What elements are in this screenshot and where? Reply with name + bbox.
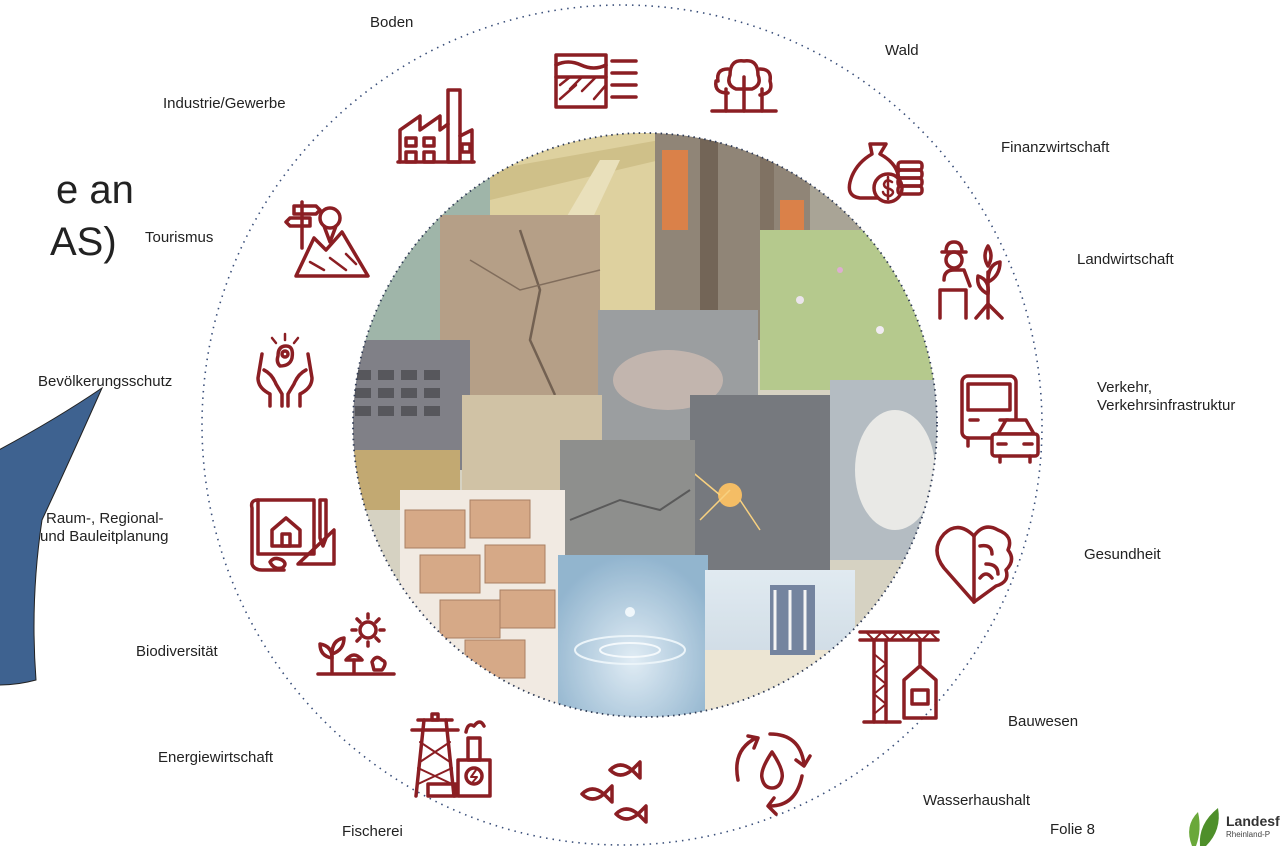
- label-finanzwirtschaft: Finanzwirtschaft: [1001, 139, 1110, 156]
- heart-brain-icon: [935, 525, 1014, 604]
- bus-car-icon: [960, 374, 1040, 464]
- label-tourismus: Tourismus: [145, 229, 214, 246]
- crane-house-icon: [858, 630, 940, 724]
- label-bauleitplanung: und Bauleitplanung: [40, 528, 169, 545]
- page-number: Folie 8: [1050, 821, 1096, 838]
- label-biodiversitaet: Biodiversität: [136, 643, 218, 660]
- label-verkehr: Verkehr,: [1097, 379, 1153, 396]
- blueprint-house-icon: [249, 498, 336, 572]
- label-industrie: Industrie/Gewerbe: [163, 95, 286, 112]
- water-cycle-icon: [735, 732, 812, 816]
- farmer-icon: [938, 240, 1004, 320]
- forest-icon: [710, 59, 778, 113]
- plant-sun-icon: [316, 612, 396, 676]
- label-landwirtschaft: Landwirtschaft: [1077, 251, 1174, 268]
- label-fischerei: Fischerei: [342, 823, 403, 840]
- soil-layers-icon: [554, 53, 638, 109]
- logo-subtext: Rheinland-P: [1226, 830, 1271, 839]
- hands-protect-icon: [256, 332, 314, 408]
- factory-icon: [396, 88, 476, 164]
- blue-drop-shape: [0, 386, 104, 686]
- logo-text: Landesf: [1226, 813, 1280, 829]
- money-bag-icon: [847, 142, 924, 204]
- label-gesundheit: Gesundheit: [1084, 546, 1161, 563]
- label-boden: Boden: [370, 14, 414, 31]
- label-verkehrsinfrastruktur: Verkehrsinfrastruktur: [1097, 397, 1236, 414]
- fish-icon: [580, 760, 648, 824]
- power-plant-icon: [410, 712, 492, 798]
- outer-dotted-ring: [201, 4, 1043, 846]
- slide-title-line1: e an: [56, 168, 134, 212]
- label-raum-regional: Raum-, Regional-: [46, 510, 164, 527]
- label-wasserhaushalt: Wasserhaushalt: [923, 792, 1030, 809]
- map-signpost-icon: [284, 200, 370, 278]
- inner-dotted-ring: [352, 132, 938, 718]
- label-bevoelkerungsschutz: Bevölkerungsschutz: [38, 373, 173, 390]
- slide-title-line2: AS): [50, 220, 117, 264]
- label-wald: Wald: [885, 42, 919, 59]
- label-energiewirtschaft: Energiewirtschaft: [158, 749, 274, 766]
- label-bauwesen: Bauwesen: [1008, 713, 1079, 730]
- logo-leaf-icon: [1189, 808, 1219, 846]
